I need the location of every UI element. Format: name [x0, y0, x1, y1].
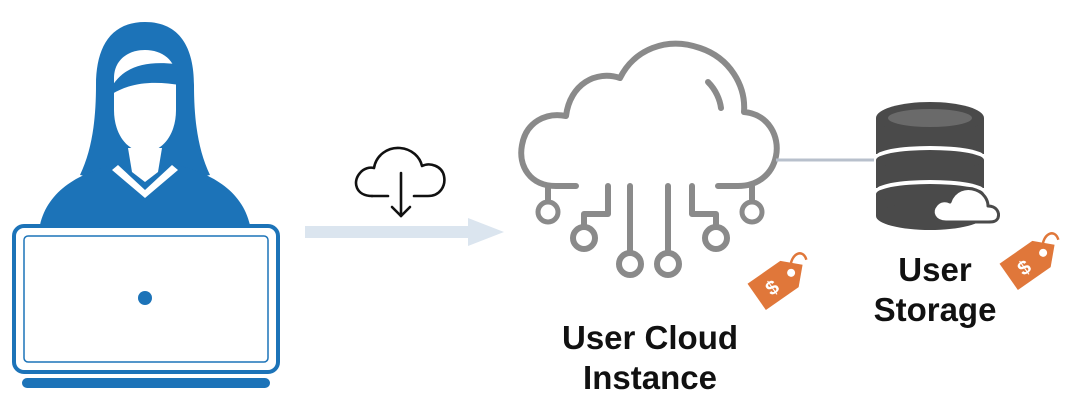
cloud-network-icon: [518, 40, 780, 278]
storage-label-line1: User: [898, 251, 972, 288]
cloud-instance-label-line2: Instance: [583, 359, 717, 396]
user-icon: [40, 22, 250, 225]
data-flow-arrow: [305, 218, 504, 246]
laptop-icon: [12, 224, 280, 388]
cloud-instance-label: User Cloud Instance: [520, 318, 780, 398]
price-tag-icon: $: [999, 232, 1060, 291]
price-tag-icon: $: [747, 252, 808, 311]
cloud-download-icon: [354, 146, 446, 218]
cloud-instance-label-line1: User Cloud: [561, 319, 739, 356]
storage-label-line2: Storage: [873, 291, 997, 328]
storage-label: User Storage: [850, 250, 1020, 330]
database-cloud-icon: [876, 102, 1000, 230]
